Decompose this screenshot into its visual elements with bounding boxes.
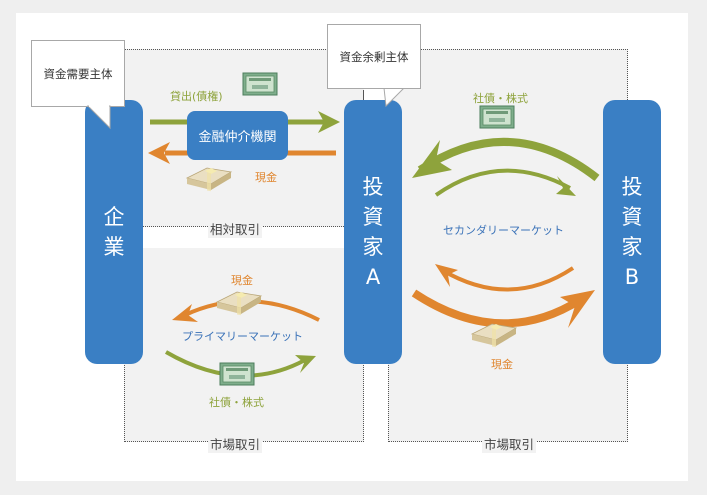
loan-label: 貸出(債権) (170, 90, 223, 103)
relative-trade-label: 相対取引 (208, 219, 263, 238)
primary-market-label: プライマリーマーケット (182, 330, 303, 343)
securities-label-secondary: 社債・株式 (473, 92, 528, 105)
investor-a-char: 家 (362, 235, 384, 259)
investor-a-char: 資 (362, 205, 384, 229)
cash-arrow-secondary-small (435, 264, 575, 292)
investor-a-column: 投 資 家 A (344, 100, 402, 364)
cash-label-top: 現金 (255, 171, 277, 184)
divider-vline (363, 90, 364, 100)
investor-b-char: B (624, 265, 640, 289)
investor-a-char: 投 (362, 175, 384, 199)
investor-b-column: 投 資 家 B (603, 100, 661, 364)
financial-intermediary-label: 金融仲介機関 (198, 130, 277, 145)
surplus-entity-bubble: 資金余剰主体 (327, 24, 421, 89)
investor-b-char: 資 (621, 205, 643, 229)
investor-b-char: 投 (621, 175, 643, 199)
gap-strip (124, 228, 364, 248)
surplus-entity-label: 資金余剰主体 (339, 49, 409, 64)
cash-label-secondary: 現金 (491, 358, 513, 371)
cash-label-primary: 現金 (231, 274, 253, 287)
securities-arrow-secondary-big (412, 137, 600, 182)
company-char: 企 (103, 205, 125, 229)
securities-label-primary: 社債・株式 (209, 396, 264, 409)
financial-intermediary-box: 金融仲介機関 (187, 111, 288, 160)
investor-a-char: A (365, 265, 381, 289)
securities-arrow-secondary-small (434, 168, 576, 197)
cash-arrow-secondary-big (411, 289, 595, 328)
investor-b-char: 家 (621, 235, 643, 259)
demand-entity-bubble: 資金需要主体 (31, 40, 125, 107)
market-trade-label-right: 市場取引 (482, 434, 537, 453)
demand-entity-label: 資金需要主体 (43, 66, 113, 81)
company-column: 企 業 (85, 100, 143, 364)
secondary-market-label: セカンダリーマーケット (443, 224, 564, 237)
market-trade-label-left: 市場取引 (208, 434, 263, 453)
company-char: 業 (103, 235, 125, 259)
